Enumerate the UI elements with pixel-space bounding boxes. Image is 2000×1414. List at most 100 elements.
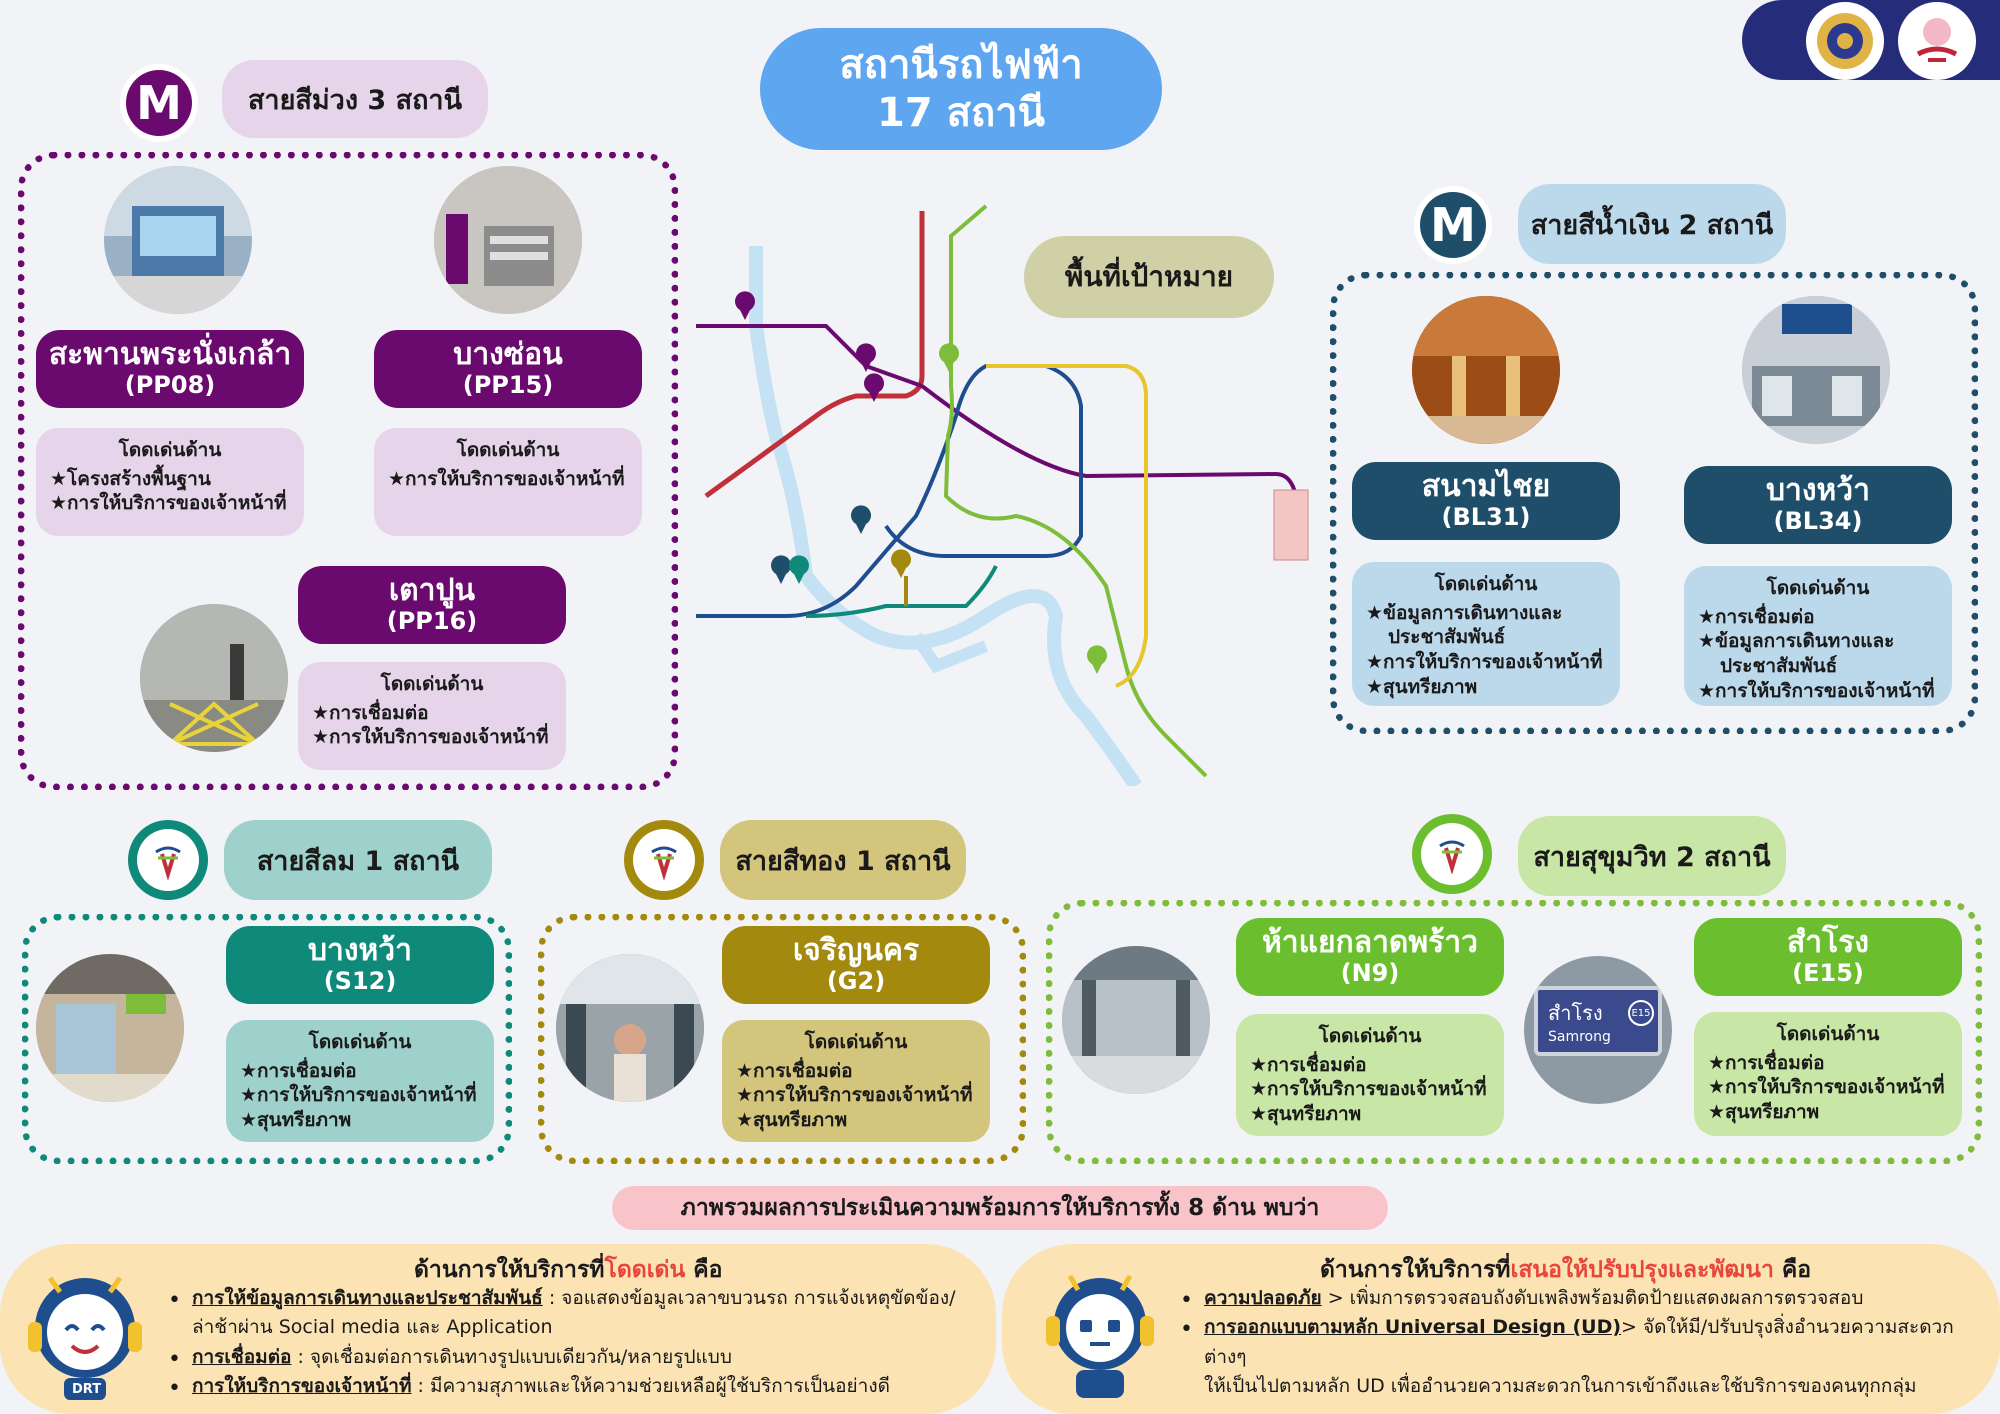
highlight-item: ประชาสัมพันธ์ — [1720, 655, 1838, 678]
highlight-item: ★การเชื่อมต่อ — [312, 701, 429, 724]
station-photo-s12 — [36, 954, 184, 1102]
highlight-item: ★การให้บริการของเจ้าหน้าที่ — [388, 467, 625, 490]
item-key: การออกแบบตามหลัก Universal Design (UD) — [1204, 1316, 1622, 1339]
highlight-item: ★การให้บริการของเจ้าหน้าที่ — [50, 492, 287, 515]
station-code: (BL31) — [1441, 503, 1531, 532]
station-code: (N9) — [1340, 959, 1400, 988]
ministry-seal-icon — [1806, 2, 1884, 80]
highlight-g2: โดดเด่นด้าน ★การเชื่อมต่อ ★การให้บริการข… — [722, 1020, 990, 1142]
station-code: (E15) — [1792, 959, 1864, 988]
list-item: การเชื่อมต่อ : จุดเชื่อมต่อการเดินทางรูป… — [164, 1343, 984, 1378]
highlight-item: ★การเชื่อมต่อ — [1708, 1051, 1825, 1074]
silom-line-label: สายสีลม 1 สถานี — [224, 820, 492, 900]
highlight-item: ★การให้บริการของเจ้าหน้าที่ — [1250, 1078, 1487, 1101]
station-code: (G2) — [826, 967, 886, 996]
highlight-title: โดดเด่นด้าน — [308, 1031, 412, 1053]
highlight-pp08: โดดเด่นด้าน ★โครงสร้างพื้นฐาน ★การให้บริ… — [36, 428, 304, 536]
highlight-title: โดดเด่นด้าน — [1318, 1025, 1422, 1047]
highlight-item: ★สุนทรียภาพ — [1708, 1101, 1820, 1124]
station-photo-bl34 — [1742, 296, 1890, 444]
highlight-item: ★การเชื่อมต่อ — [1250, 1053, 1367, 1076]
station-photo-n9 — [1062, 946, 1210, 1094]
highlight-item: ★การให้บริการของเจ้าหน้าที่ — [736, 1084, 973, 1107]
title-emphasis: โดดเด่น — [604, 1257, 686, 1283]
station-photo-e15: สำโรง Samrong E15 — [1524, 956, 1672, 1104]
item-text: : มีความสุภาพและให้ความช่วยเหลือผู้ใช้บร… — [411, 1375, 890, 1398]
list-item: การออกแบบตามหลัก Universal Design (UD)> … — [1176, 1313, 1996, 1401]
rail-network-map — [696, 204, 1309, 786]
station-name: เจริญนคร — [792, 932, 920, 968]
overview-banner: ภาพรวมผลการประเมินความพร้อมการให้บริการท… — [612, 1186, 1388, 1230]
highlight-bl34: โดดเด่นด้าน ★การเชื่อมต่อ ★ข้อมูลการเดิน… — [1684, 566, 1952, 706]
highlight-item: ★การให้บริการของเจ้าหน้าที่ — [312, 726, 549, 749]
summary-improve-title: ด้านการให้บริการที่เสนอให้ปรับปรุงและพัฒ… — [1320, 1252, 1811, 1288]
title-emphasis: เสนอให้ปรับปรุงและพัฒนา — [1510, 1257, 1774, 1283]
highlight-bl31: โดดเด่นด้าน ★ข้อมูลการเดินทางและ ประชาสั… — [1352, 562, 1620, 706]
mascot-badge: DRT — [72, 1382, 102, 1397]
samrong-sign-eng: Samrong — [1548, 1029, 1611, 1045]
highlight-title: โดดเด่นด้าน — [1434, 573, 1538, 595]
purple-line-label: สายสีม่วง 3 สถานี — [222, 60, 488, 138]
item-text: > เพิ่มการตรวจสอบถังดับเพลิงพร้อมติดป้าย… — [1321, 1287, 1864, 1309]
page-title-line2: 17 สถานี — [876, 90, 1046, 136]
gold-line-label: สายสีทอง 1 สถานี — [720, 820, 966, 900]
highlight-item: ★การให้บริการของเจ้าหน้าที่ — [240, 1084, 477, 1107]
item-text: > จัดให้มี/ปรับปรุงสิ่งอำนวยความสะดวกต่า… — [1204, 1316, 1954, 1368]
item-key: การให้บริการของเจ้าหน้าที่ — [192, 1375, 412, 1398]
highlight-item: ★สุนทรียภาพ — [736, 1109, 848, 1132]
station-pp16: เตาปูน (PP16) — [298, 566, 566, 644]
map-pin-pp08 — [735, 291, 755, 320]
sukhumvit-line-label: สายสุขุมวิท 2 สถานี — [1518, 816, 1786, 896]
highlight-item: ★การเชื่อมต่อ — [240, 1059, 357, 1082]
highlight-title: โดดเด่นด้าน — [118, 439, 222, 461]
station-n9: ห้าแยกลาดพร้าว (N9) — [1236, 918, 1504, 996]
gold-line-box — [538, 914, 1026, 1164]
highlight-pp15: โดดเด่นด้าน ★การให้บริการของเจ้าหน้าที่ — [374, 428, 642, 536]
station-photo-g2 — [556, 954, 704, 1102]
mrt-m-icon: M — [120, 64, 198, 142]
highlight-s12: โดดเด่นด้าน ★การเชื่อมต่อ ★การให้บริการข… — [226, 1020, 494, 1142]
highlight-item: ประชาสัมพันธ์ — [1388, 626, 1506, 649]
highlight-item: ★สุนทรียภาพ — [1250, 1103, 1362, 1126]
highlight-item: ★การให้บริการของเจ้าหน้าที่ — [1366, 651, 1603, 674]
station-code: (BL34) — [1773, 507, 1863, 536]
list-item: การให้ข้อมูลการเดินทางและประชาสัมพันธ์ :… — [164, 1284, 984, 1343]
station-photo-pp16 — [140, 604, 288, 752]
highlight-title: โดดเด่นด้าน — [1766, 577, 1870, 599]
mascot-left: DRT — [20, 1266, 150, 1406]
target-area-label: พื้นที่เป้าหมาย — [1024, 236, 1274, 318]
station-photo-bl31 — [1412, 296, 1560, 444]
highlight-item: ★ข้อมูลการเดินทางและ — [1366, 601, 1563, 624]
samrong-sign-code: E15 — [1628, 1000, 1654, 1026]
item-text-cont: ให้เป็นไปตามหลัก UD เพื่ออำนวยความสะดวกใ… — [1204, 1375, 1917, 1398]
mascot-right — [1040, 1266, 1160, 1402]
station-code: (S12) — [323, 967, 397, 996]
blue-line-label: สายสีน้ำเงิน 2 สถานี — [1518, 184, 1786, 264]
highlight-item: ★การเชื่อมต่อ — [736, 1059, 853, 1082]
station-photo-pp08 — [104, 166, 252, 314]
summary-strengths-list: การให้ข้อมูลการเดินทางและประชาสัมพันธ์ :… — [164, 1284, 984, 1407]
list-item: ความปลอดภัย > เพิ่มการตรวจสอบถังดับเพลิง… — [1176, 1284, 1996, 1319]
station-code: (PP16) — [386, 607, 478, 636]
station-s12: บางหว้า (S12) — [226, 926, 494, 1004]
station-name: บางหว้า — [1765, 472, 1870, 508]
bts-icon — [128, 820, 208, 900]
station-code: (PP08) — [124, 371, 216, 400]
station-pp15: บางซ่อน (PP15) — [374, 330, 642, 408]
station-code: (PP15) — [462, 371, 554, 400]
highlight-e15: โดดเด่นด้าน ★การเชื่อมต่อ ★การให้บริการข… — [1694, 1012, 1962, 1136]
bts-icon — [624, 820, 704, 900]
samrong-sign-thai: สำโรง — [1548, 1001, 1603, 1025]
highlight-item: ★ข้อมูลการเดินทางและ — [1698, 630, 1895, 653]
item-text: : จอแสดงข้อมูลเวลาขบวนรถ การแจ้งเหตุขัดข… — [542, 1287, 956, 1309]
item-key: ความปลอดภัย — [1204, 1287, 1322, 1309]
station-pp08: สะพานพระนั่งเกล้า (PP08) — [36, 330, 304, 408]
page-title: สถานีรถไฟฟ้า 17 สถานี — [760, 28, 1162, 150]
station-photo-pp15 — [434, 166, 582, 314]
highlight-n9: โดดเด่นด้าน ★การเชื่อมต่อ ★การให้บริการข… — [1236, 1014, 1504, 1136]
highlight-item: ★การเชื่อมต่อ — [1698, 605, 1815, 628]
blue-line-box — [1330, 272, 1978, 734]
page-title-line1: สถานีรถไฟฟ้า — [839, 42, 1083, 88]
station-name: สำโรง — [1786, 924, 1870, 960]
station-e15: สำโรง (E15) — [1694, 918, 1962, 996]
